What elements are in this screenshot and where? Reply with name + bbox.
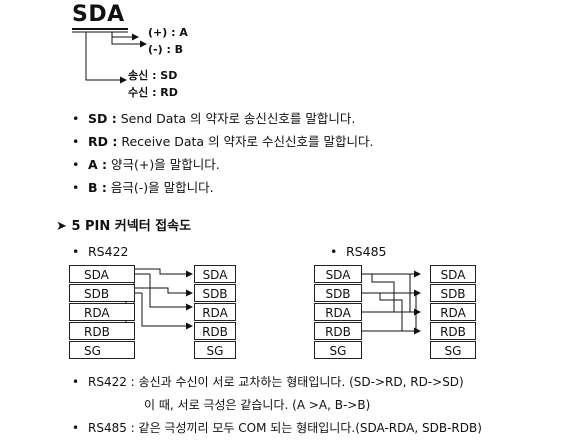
rs422-label: •RS422 [72, 244, 129, 259]
bullet-a: •A : 양극(+)을 말합니다. [72, 157, 220, 172]
rs485-right-pin: RDA [430, 303, 476, 321]
bullet-rd: •RD : Receive Data 의 약자로 수신신호를 말합니다. [72, 134, 374, 149]
minus-label: (-) : B [148, 43, 184, 56]
bullet-b: •B : 음극(-)을 말합니다. [72, 180, 214, 195]
rs485-left-pin: RDA [314, 303, 362, 321]
rs485-left-pin: SDA [314, 265, 362, 283]
plus-label: (+) : A [148, 26, 188, 39]
sda-title: SDA [72, 2, 125, 27]
note-rs485: •RS485 : 같은 극성끼리 모두 COM 되는 형태입니다.(SDA-RD… [72, 421, 482, 435]
rs422-right-pin: RDA [194, 303, 236, 321]
rs422-right-pin: SDB [194, 284, 236, 302]
note-rs422-polarity: 이 때, 서로 극성은 같습니다. (A >A, B->B) [144, 398, 371, 412]
send-label: 송신 : SD [128, 69, 178, 82]
rs422-left-pin: RDB [69, 322, 135, 340]
rs422-left-pin: SG [69, 341, 135, 359]
rs422-left-pin: SDB [69, 284, 135, 302]
rs422-left-pin: SDA [69, 265, 135, 283]
rs485-right-pin: SG [430, 341, 476, 359]
rs422-right-pin: SDA [194, 265, 236, 283]
rs485-left-pin: RDB [314, 322, 362, 340]
rs485-wires [362, 270, 421, 335]
rs422-right-pin: SG [194, 341, 236, 359]
rs485-right-pin: SDB [430, 284, 476, 302]
rs485-label: •RS485 [330, 244, 387, 259]
rs485-right-pin: SDA [430, 265, 476, 283]
rs422-left-pin: RDA [69, 303, 135, 321]
rs422-right-pin: RDB [194, 322, 236, 340]
note-rs422: •RS422 : 송신과 수신이 서로 교차하는 형태입니다. (SD->RD,… [72, 375, 464, 389]
rs485-left-pin: SG [314, 341, 362, 359]
bullet-sd: •SD : Send Data 의 약자로 송신신호를 말합니다. [72, 111, 356, 126]
arrow-icon: ➤ [56, 219, 67, 234]
recv-label: 수신 : RD [128, 86, 178, 99]
rs485-left-pin: SDB [314, 284, 362, 302]
section-title: 5 PIN 커넥터 접속도 [71, 219, 192, 234]
section-heading: ➤ 5 PIN 커넥터 접속도 [56, 215, 191, 234]
rs485-right-pin: RDB [430, 322, 476, 340]
